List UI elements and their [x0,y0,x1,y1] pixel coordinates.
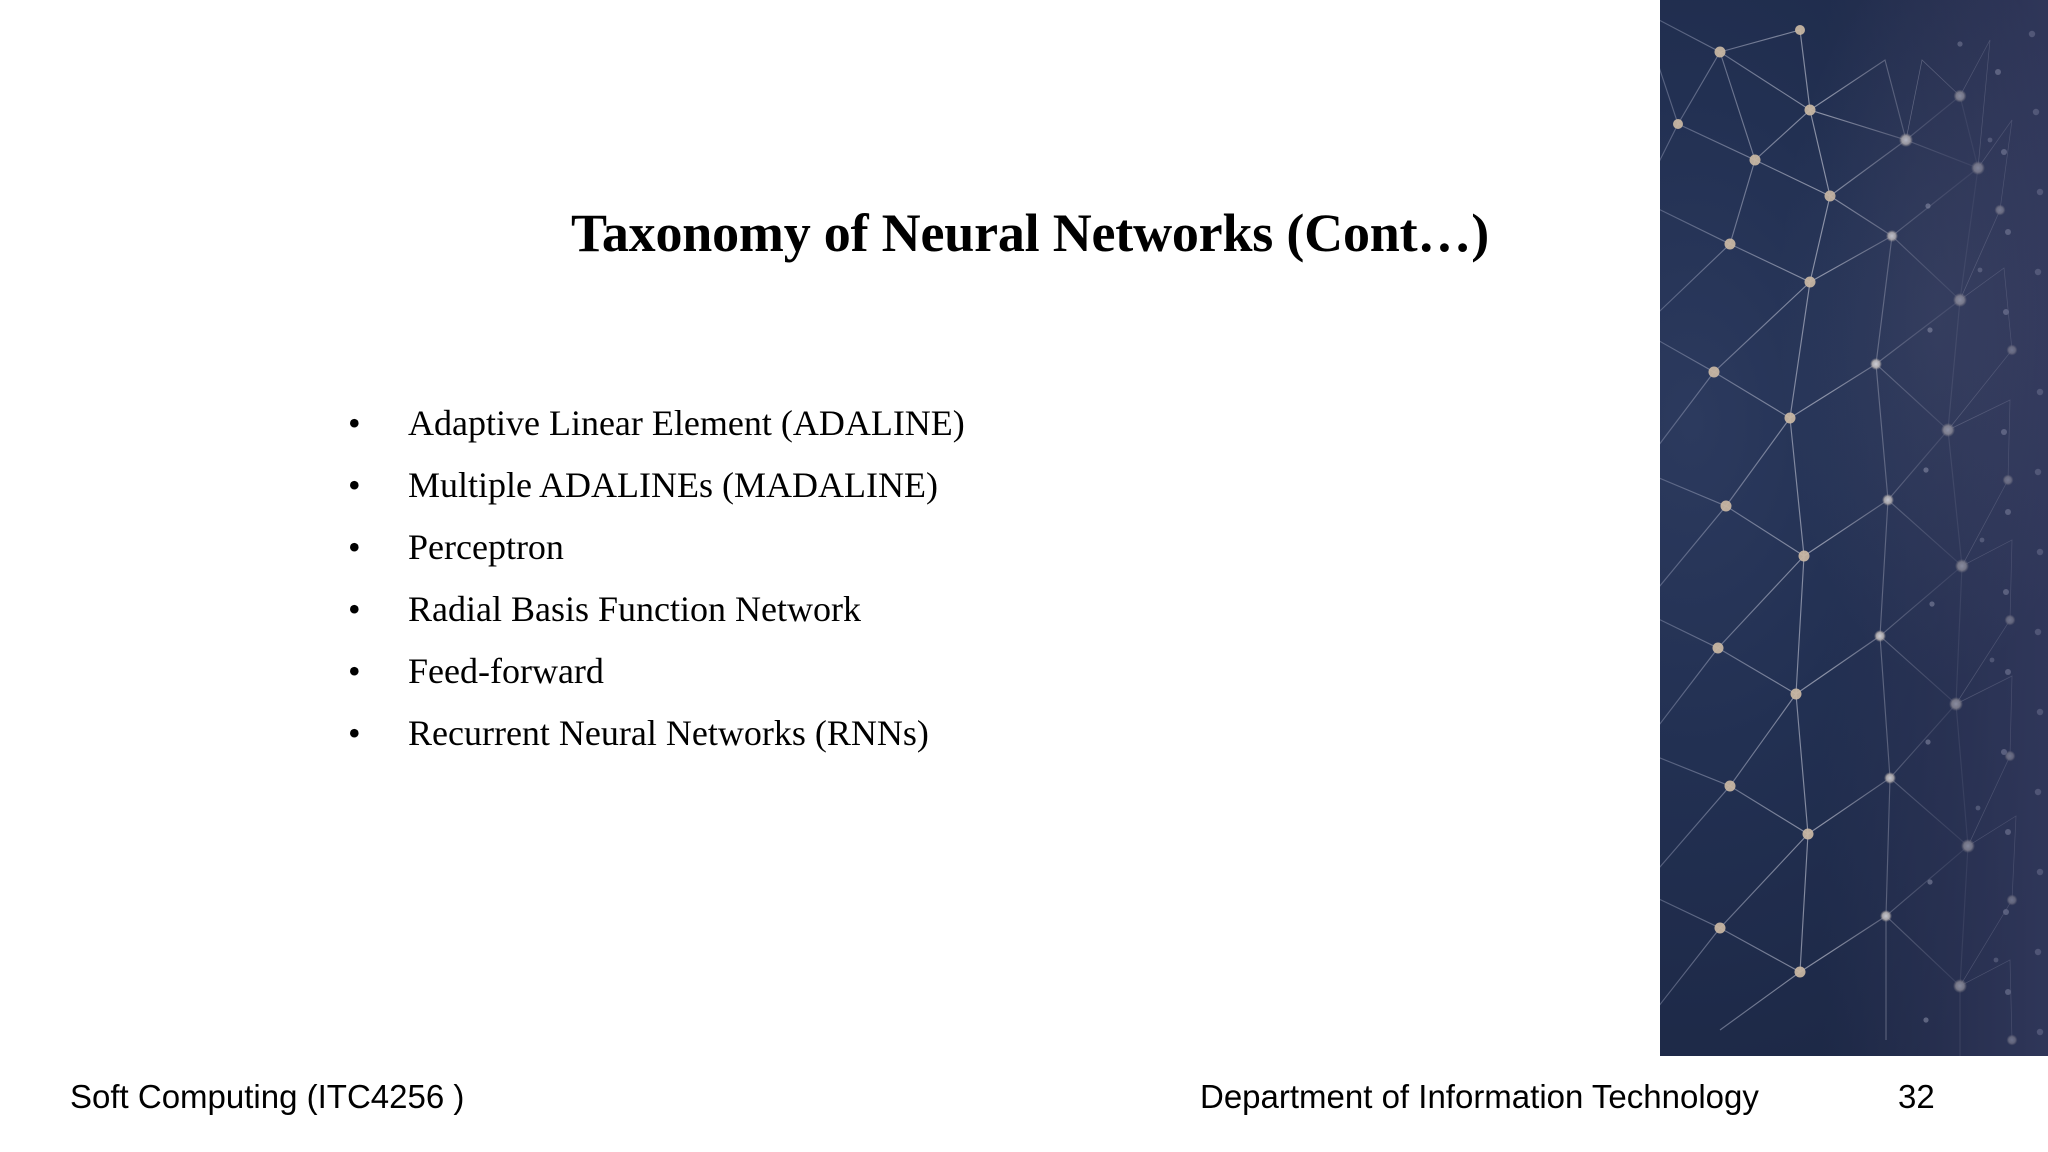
bullet-marker-icon: • [348,403,361,443]
bullet-marker-icon: • [348,465,361,505]
footer-department-label: Department of Information Technology [1200,1078,1759,1115]
list-item: • Adaptive Linear Element (ADALINE) [340,392,1540,454]
list-item-label: Multiple ADALINEs (MADALINE) [408,465,938,505]
bullet-marker-icon: • [348,713,361,753]
bullet-marker-icon: • [348,589,361,629]
neural-network-mesh-image [1660,0,2048,1056]
bullet-marker-icon: • [348,527,361,567]
bullet-marker-icon: • [348,651,361,691]
list-item: • Perceptron [340,516,1540,578]
list-item: • Radial Basis Function Network [340,578,1540,640]
list-item-label: Recurrent Neural Networks (RNNs) [408,713,929,753]
list-item: • Multiple ADALINEs (MADALINE) [340,454,1540,516]
list-item-label: Perceptron [408,527,564,567]
list-item: • Recurrent Neural Networks (RNNs) [340,702,1540,764]
list-item-label: Adaptive Linear Element (ADALINE) [408,403,965,443]
slide-number: 32 [1898,1078,1935,1115]
page-title: Taxonomy of Neural Networks (Cont…) [571,203,1489,263]
bullet-list: • Adaptive Linear Element (ADALINE) • Mu… [340,392,1540,764]
list-item-label: Feed-forward [408,651,604,691]
image-right-haze [1822,0,2048,1056]
list-item: • Feed-forward [340,640,1540,702]
footer-course-label: Soft Computing (ITC4256 ) [70,1078,465,1115]
list-item-label: Radial Basis Function Network [408,589,861,629]
